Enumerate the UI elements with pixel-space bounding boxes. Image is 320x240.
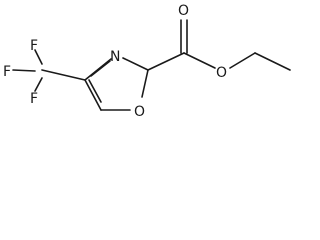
bond-f3-c <box>34 77 43 92</box>
bond-c2-o1 <box>141 69 149 98</box>
atom-ring-nitrogen: N <box>110 49 120 65</box>
chemical-structure: F F F N O O O <box>3 3 291 120</box>
bond-c5-c4-inner <box>88 79 102 103</box>
bond-f1-c <box>34 49 43 65</box>
bond-carbonyl-ester-o <box>183 52 216 69</box>
bond-n3-c2 <box>122 57 149 71</box>
atom-fluorine-left: F <box>3 64 11 80</box>
bond-ester-o-ch2 <box>229 52 256 69</box>
atom-fluorine-bottom: F <box>30 91 38 107</box>
atom-fluorine-top: F <box>30 38 38 54</box>
bond-f2-c <box>12 69 36 72</box>
bond-c5-c4 <box>84 79 102 111</box>
atom-ester-oxygen: O <box>216 65 227 81</box>
bond-c2-carbonyl <box>147 52 185 71</box>
atom-ring-oxygen: O <box>134 104 145 120</box>
bond-c4-n3-inner <box>90 60 111 77</box>
bond-ch2-ch3 <box>254 52 291 71</box>
atom-carbonyl-oxygen: O <box>178 3 189 19</box>
bond-cf3-ring <box>41 69 86 81</box>
